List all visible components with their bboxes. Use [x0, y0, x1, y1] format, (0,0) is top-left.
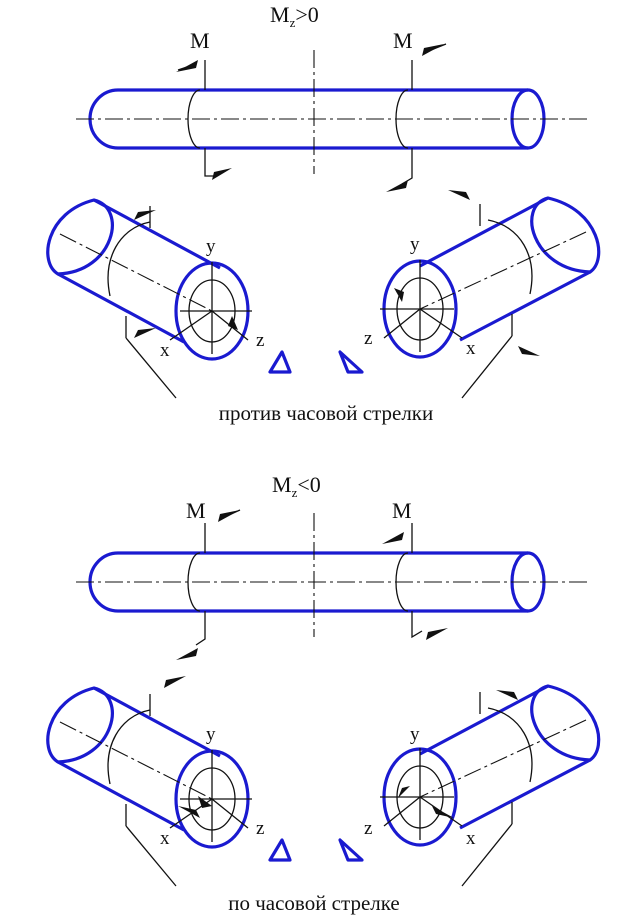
condition-label-bottom: Mz<0: [272, 472, 321, 500]
axis-x-right-top: x: [466, 338, 476, 359]
left-cylinder-bottom: [46, 686, 254, 888]
moment-arrow-left-bottom-b: [176, 648, 198, 660]
moment-label-left-top: M: [190, 28, 210, 53]
moment-arrow-right-bottom-b: [426, 628, 448, 640]
moment-arrow-right-top-b: [382, 532, 404, 544]
moment-label-right-bottom: M: [392, 498, 412, 523]
moment-arrow-right-bottom: [386, 180, 408, 192]
axis-x-right-bottom: x: [466, 828, 476, 849]
right-cylinder-bottom: [378, 684, 601, 888]
condition-label-top: Mz>0: [270, 2, 319, 30]
moment-label-left-bottom: M: [186, 498, 206, 523]
axis-z-right-bottom: z: [364, 818, 372, 839]
axis-x-left-top: x: [160, 340, 170, 361]
right-cylinder-top: [378, 196, 601, 400]
top-panel: Mz>0 M M y x z y x z против часовой стре…: [46, 2, 601, 425]
axis-y-left-top: y: [206, 236, 216, 257]
axis-z-left-top: z: [256, 330, 264, 351]
bottom-panel: Mz<0 M M y x z y x z по часовой стрелке: [46, 472, 601, 915]
axis-z-right-top: z: [364, 328, 372, 349]
moment-label-right-top: M: [393, 28, 413, 53]
axis-z-left-bottom: z: [256, 818, 264, 839]
plane-symbols-top: [268, 350, 364, 374]
axis-x-left-bottom: x: [160, 828, 170, 849]
caption-top: против часовой стрелки: [219, 401, 434, 425]
plane-symbols-bottom: [268, 838, 364, 862]
moment-arrow-left-bottom: [212, 168, 232, 180]
bottom-shaft: [74, 511, 590, 639]
axis-y-right-top: y: [410, 234, 420, 255]
left-cylinder-top: [46, 198, 254, 400]
top-shaft: [74, 48, 590, 176]
caption-bottom: по часовой стрелке: [228, 891, 400, 915]
axis-y-right-bottom: y: [410, 724, 420, 745]
axis-y-left-bottom: y: [206, 724, 216, 745]
